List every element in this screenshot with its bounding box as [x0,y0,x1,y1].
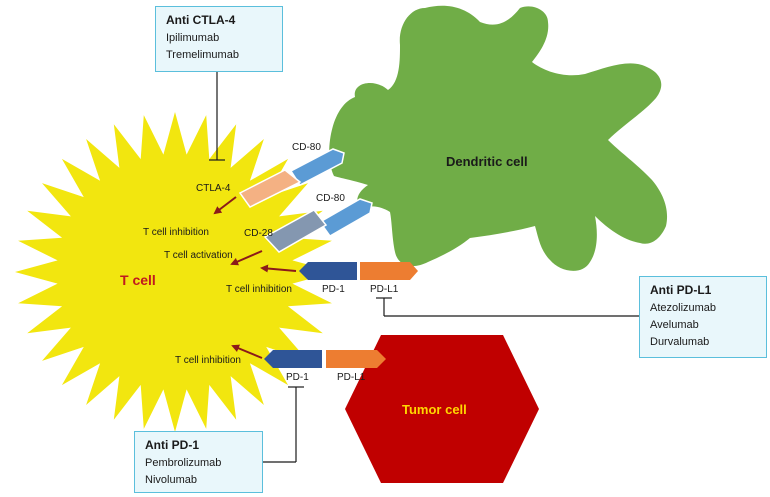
cd28-receptor [263,209,328,253]
ctla4-receptor [238,169,302,208]
tumor-cell-body [345,335,539,483]
pd1-dc-receptor [299,262,357,280]
anti-ctla4-inhibitor-line [209,72,225,161]
pd1-tumor-receptor [264,350,322,368]
dendritic-cell-body [329,5,668,271]
anti-pd1-drug: Pembrolizumab [145,457,222,469]
anti-pdl1-box: Anti PD-L1 Atezolizumab Avelumab Durvalu… [639,276,767,358]
t-cell-body [15,112,335,432]
cd80-bottom-receptor [318,198,373,237]
anti-ctla4-box: Anti CTLA-4 Ipilimumab Tremelimumab [155,6,283,72]
ctla4-effect-arrow [213,196,237,215]
anti-ctla4-drug: Tremelimumab [166,49,239,61]
anti-ctla4-drug: Ipilimumab [166,32,220,44]
pd1-tumor-label: PD-1 [286,372,309,383]
anti-pdl1-drug: Avelumab [650,319,699,331]
anti-pd1-box: Anti PD-1 Pembrolizumab Nivolumab [134,431,263,493]
pd1-dc-label: PD-1 [322,284,345,295]
ctla4-label: CTLA-4 [196,183,231,194]
anti-pdl1-inhibitor-line [376,297,639,317]
pdl1-dc-receptor [360,262,418,280]
tumor-cell-label: Tumor cell [402,402,467,417]
pdl1-dc-label: PD-L1 [370,284,399,295]
cd28-effect-arrow [230,250,263,266]
dendritic-cell-label: Dendritic cell [446,154,528,169]
pd1-tumor-effect-label: T cell inhibition [175,355,241,366]
t-cell-label: T cell [120,272,156,288]
anti-pd1-inhibitor-line [263,386,304,463]
anti-pd1-title: Anti PD-1 [145,438,199,452]
cd80-top-label: CD-80 [292,142,321,153]
anti-pdl1-title: Anti PD-L1 [650,283,712,297]
pd1-tumor-effect-arrow [231,344,263,359]
anti-pdl1-drug: Durvalumab [650,336,710,348]
anti-pd1-drug: Nivolumab [145,474,197,486]
anti-pdl1-drug: Atezolizumab [650,302,717,314]
pd1-dc-effect-label: T cell inhibition [226,284,292,295]
cd80-bottom-label: CD-80 [316,193,345,204]
pdl1-tumor-label: PD-L1 [337,372,366,383]
pd1-dc-effect-arrow [260,264,297,273]
anti-ctla4-title: Anti CTLA-4 [166,13,236,27]
pdl1-tumor-receptor [326,350,386,368]
cd28-effect-label: T cell activation [164,250,233,261]
ctla4-effect-label: T cell inhibition [143,227,209,238]
cd28-label: CD-28 [244,228,273,239]
